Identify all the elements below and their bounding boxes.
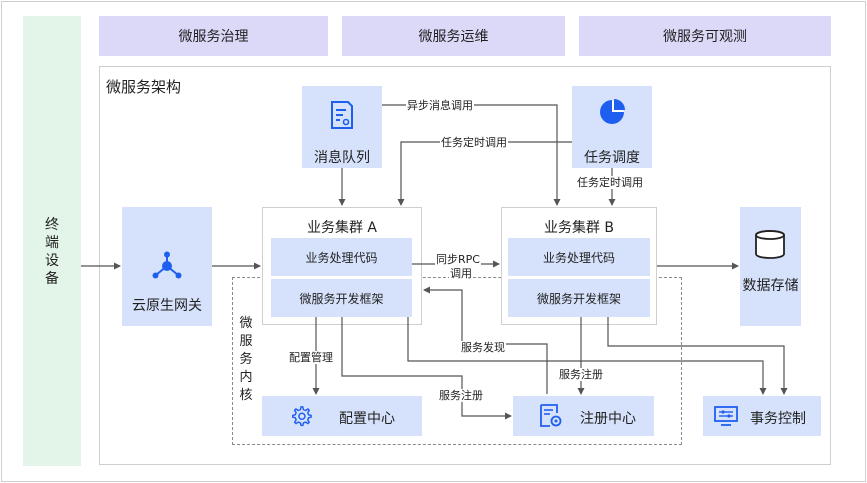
label-service-register-a: 服务注册: [438, 389, 484, 402]
label-scheduled-call-b: 任务定时调用: [576, 176, 644, 189]
network-hub-icon: [152, 251, 182, 279]
label-scheduled-call-a: 任务定时调用: [440, 136, 508, 149]
transaction-control-node: 事务控制: [703, 396, 821, 436]
gateway-label: 云原生网关: [132, 298, 202, 314]
gear-icon: [292, 406, 312, 427]
cluster-b-business-code: 业务处理代码: [508, 238, 650, 276]
edge-async-message-call: [382, 104, 561, 206]
tab-microservice-observability: 微服务可观测: [579, 16, 831, 56]
document-list-icon: [331, 101, 353, 129]
monitor-settings-icon: [714, 406, 738, 426]
label-service-register-b: 服务注册: [558, 368, 604, 381]
cluster-a-dev-framework: 微服务开发框架: [271, 279, 412, 317]
label-sync-rpc-line2: 调用: [449, 267, 473, 280]
registry-center-node: 注册中心: [513, 396, 654, 436]
pie-chart-icon: [600, 99, 625, 124]
label-service-discovery: 服务发现: [460, 341, 506, 354]
label-config-management: 配置管理: [288, 351, 334, 364]
task-scheduling-label: 任务调度: [584, 150, 640, 166]
cluster-a-title: 业务集群 A: [306, 220, 378, 236]
microservice-kernel-label: 微 服 务 内 核: [239, 316, 253, 403]
edge-scheduled-call-a: [397, 141, 572, 206]
terminal-devices-panel: [23, 16, 81, 466]
task-scheduling-node: 任务调度: [572, 86, 652, 168]
transaction-control-label: 事务控制: [750, 411, 806, 427]
message-queue-node: 消息队列: [302, 86, 382, 168]
data-storage-node: 数据存储: [740, 207, 801, 326]
cluster-b-title: 业务集群 B: [543, 220, 615, 236]
edge-service-register-a: [341, 317, 512, 420]
label-sync-rpc-line1: 同步RPC: [435, 253, 481, 266]
config-center-label: 配置中心: [339, 411, 395, 427]
data-storage-label: 数据存储: [742, 278, 799, 294]
cloud-native-gateway-node: 云原生网关: [122, 207, 212, 326]
edge-cluster-a-to-transaction: [407, 317, 767, 395]
edge-cluster-b-to-transaction: [607, 317, 788, 395]
document-gear-icon: [540, 404, 562, 427]
tab-microservice-operations: 微服务运维: [342, 16, 565, 56]
registry-center-label: 注册中心: [580, 411, 636, 427]
cluster-a-business-code: 业务处理代码: [271, 238, 412, 276]
terminal-devices-label: 终 端 设 备: [45, 217, 59, 287]
architecture-title: 微服务架构: [106, 78, 182, 96]
message-queue-label: 消息队列: [314, 150, 370, 166]
database-cylinder-icon: [755, 230, 785, 259]
cluster-b-dev-framework: 微服务开发框架: [508, 279, 650, 317]
tab-microservice-governance: 微服务治理: [99, 16, 328, 56]
label-async-message-call: 异步消息调用: [406, 99, 474, 112]
config-center-node: 配置中心: [262, 396, 422, 436]
